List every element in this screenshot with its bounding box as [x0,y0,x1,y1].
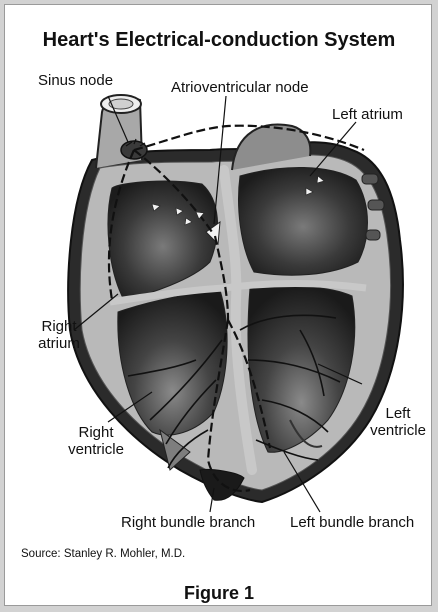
label-right-atrium: Right atrium [34,318,84,352]
label-left-ventricle-line2: ventricle [360,422,436,439]
label-left-bundle-branch: Left bundle branch [290,514,414,531]
label-left-atrium: Left atrium [332,106,403,123]
label-right-ventricle-line2: ventricle [58,441,134,458]
label-right-atrium-line2: atrium [34,335,84,352]
label-left-ventricle: Left ventricle [360,405,436,439]
label-right-ventricle-line1: Right [58,424,134,441]
label-right-ventricle: Right ventricle [58,424,134,458]
label-right-atrium-line1: Right [34,318,84,335]
source-credit: Source: Stanley R. Mohler, M.D. [21,548,185,560]
label-sinus-node: Sinus node [38,72,113,89]
label-atrioventricular-node: Atrioventricular node [171,79,309,96]
left-atrium-chamber [239,167,368,275]
label-right-bundle-branch: Right bundle branch [121,514,255,531]
label-left-ventricle-line1: Left [360,405,436,422]
figure-caption: Figure 1 [0,583,438,604]
